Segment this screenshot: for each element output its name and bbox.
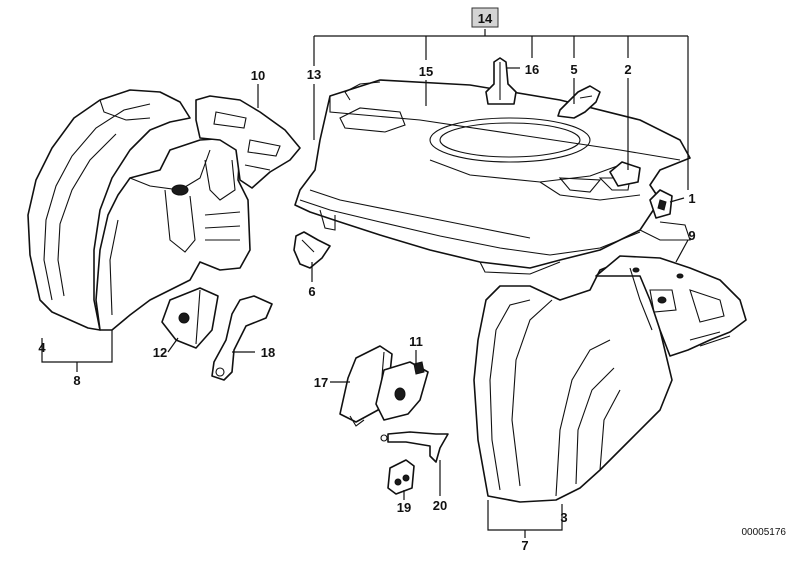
right-wheelhouse-inner-9 (595, 255, 747, 357)
right-wheelhouse-outer-3 (473, 261, 673, 503)
side-panel-10 (195, 95, 301, 189)
callout-9: 9 (688, 228, 695, 243)
plate-19 (387, 459, 415, 495)
bracket-20 (380, 431, 449, 463)
leader-lines (41, 29, 689, 538)
left-wheelhouse-inner (95, 137, 251, 331)
callout-6: 6 (308, 284, 315, 299)
callout-2: 2 (624, 62, 631, 77)
callout-14-box (471, 7, 499, 28)
callout-8: 8 (73, 373, 80, 388)
bracket-16 (485, 57, 517, 105)
callout-10: 10 (251, 68, 265, 83)
callout-20: 20 (433, 498, 447, 513)
bracket-5 (557, 85, 601, 119)
callout-13: 13 (307, 67, 321, 82)
callout-11: 11 (409, 334, 423, 349)
callout-19: 19 (397, 500, 411, 515)
bracket-2 (609, 161, 641, 187)
diagram-reference-number: 00005176 (742, 527, 787, 538)
callout-16: 16 (525, 62, 539, 77)
callout-7: 7 (521, 538, 528, 553)
trunk-floor-panel (294, 79, 691, 275)
callout-5: 5 (570, 62, 577, 77)
callout-15: 15 (419, 64, 433, 79)
callout-labels: 14 13 15 16 5 2 1 9 6 10 4 8 12 18 17 11… (38, 7, 696, 553)
callout-4: 4 (38, 340, 46, 355)
callout-14: 14 (478, 11, 493, 26)
callout-12: 12 (153, 345, 167, 360)
callout-17: 17 (314, 375, 328, 390)
bracket-11 (375, 361, 429, 421)
bracket-12 (161, 287, 219, 349)
bracket-6 (293, 231, 331, 269)
callout-3: 3 (560, 510, 567, 525)
bracket-1 (649, 189, 673, 219)
callout-18: 18 (261, 345, 275, 360)
left-wheelhouse-outer-4 (27, 89, 191, 331)
callout-1: 1 (688, 191, 695, 206)
strut-18 (211, 295, 273, 381)
